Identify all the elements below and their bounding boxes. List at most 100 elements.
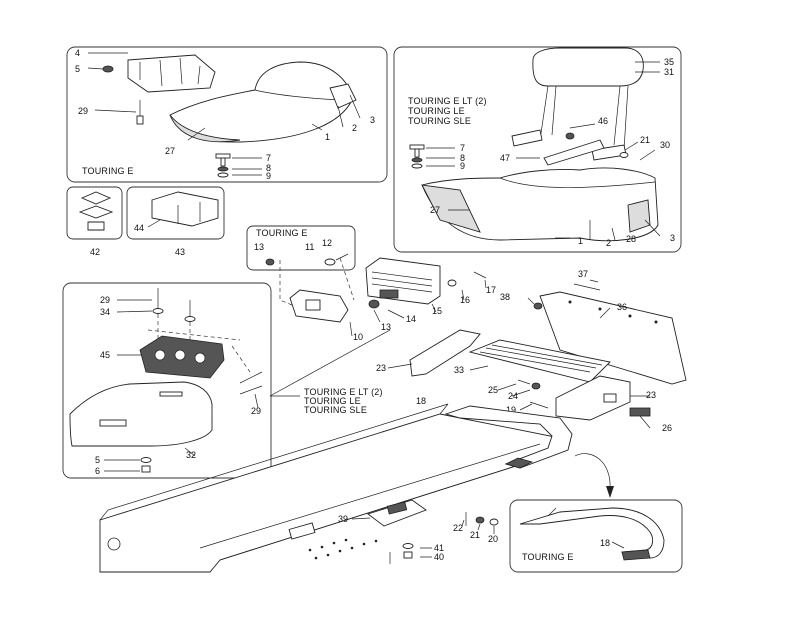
screw-part [409, 132, 629, 169]
callout-2b: 2 [606, 238, 611, 248]
callout-5b: 5 [95, 455, 100, 465]
rear-flap-part [539, 291, 687, 385]
mount-pad-part [78, 191, 114, 231]
callout-33: 33 [454, 365, 464, 375]
rack-plate-part [468, 339, 611, 383]
callout-11: 11 [305, 242, 314, 252]
callout-23: 23 [376, 363, 386, 373]
callout-9b: 9 [460, 161, 465, 171]
nut-part [368, 299, 380, 309]
reflector-part [629, 407, 651, 417]
callout-20: 20 [488, 534, 498, 544]
support-bar-part [543, 139, 605, 166]
callout-1b: 1 [578, 236, 583, 246]
screw-part [517, 379, 549, 409]
callout-7: 7 [266, 153, 271, 163]
callout-34: 34 [100, 307, 110, 317]
pad-part [151, 191, 219, 227]
lens-part [305, 299, 321, 311]
seat-mount-panel [62, 282, 272, 479]
label-touring-sle: TOURING SLE [408, 116, 471, 126]
callout-30: 30 [660, 140, 670, 150]
callout-32: 32 [186, 450, 196, 460]
part-43-panel [126, 186, 225, 240]
callout-8: 8 [266, 163, 271, 173]
callout-38: 38 [500, 292, 510, 302]
callout-7b: 7 [460, 143, 465, 153]
callout-6: 6 [95, 466, 100, 476]
callout-21: 21 [640, 135, 650, 145]
arrow-head [606, 486, 614, 498]
callout-36: 36 [617, 302, 627, 312]
callout-39: 39 [338, 514, 348, 524]
callout-26: 26 [662, 423, 672, 433]
screw-part [335, 253, 349, 261]
callout-40: 40 [434, 552, 444, 562]
callout-29: 29 [78, 106, 88, 116]
callout-21b: 21 [470, 530, 480, 540]
label-touring-e-lt: TOURING E LT (2) [408, 96, 487, 106]
callout-28: 28 [626, 234, 636, 244]
callout-13b: 13 [381, 322, 391, 332]
callout-12: 12 [322, 238, 332, 248]
callout-23b: 23 [646, 390, 656, 400]
nut-part [533, 302, 543, 310]
screw-part [140, 371, 263, 473]
callout-22: 22 [453, 523, 463, 533]
callout-3b: 3 [670, 233, 675, 243]
arrow-connector [574, 453, 611, 491]
washer-part [447, 279, 457, 287]
label-touring-le-mid: TOURING LE [304, 396, 361, 406]
callout-18: 18 [416, 396, 426, 406]
callout-43: 43 [175, 247, 185, 257]
callout-9: 9 [266, 171, 271, 181]
callout-1: 1 [325, 132, 330, 142]
nut-part [265, 258, 275, 266]
tunnel-part [99, 403, 561, 573]
callout-16: 16 [460, 295, 470, 305]
label-touring-e-bottom: TOURING E [522, 552, 574, 562]
label-touring-e-mid: TOURING E [256, 228, 308, 238]
callout-29b: 29 [100, 295, 110, 305]
callout-5: 5 [75, 64, 80, 74]
callout-8b: 8 [460, 153, 465, 163]
grab-handle-part [444, 405, 573, 469]
grab-handle-touring-e-part [519, 507, 665, 561]
callout-19: 19 [506, 405, 516, 415]
callout-4: 4 [75, 48, 80, 58]
tunnel-dots [308, 538, 378, 560]
touring-e-lights-panel [246, 225, 356, 271]
rod-part [573, 283, 601, 291]
washer-part [324, 258, 336, 266]
callout-42: 42 [90, 247, 100, 257]
touring-e-seat-panel [66, 46, 388, 183]
callout-31: 31 [664, 67, 674, 77]
callout-2: 2 [352, 123, 357, 133]
screw-part [102, 65, 231, 178]
touring-e-handle-panel [509, 499, 683, 573]
seat-bracket-part [127, 54, 216, 93]
seat-touring-le-part [421, 167, 659, 242]
tail-light-part [365, 257, 441, 305]
callout-3: 3 [370, 115, 375, 125]
screw-part [389, 512, 499, 564]
seat-cushion-part [69, 381, 213, 447]
callout-10: 10 [353, 332, 363, 342]
callout-29c: 29 [251, 406, 261, 416]
backrest-part [511, 47, 644, 161]
hinge-plate-part [329, 83, 357, 109]
seat-mount-bracket-part [139, 335, 225, 379]
callout-24: 24 [508, 391, 518, 401]
callout-15: 15 [432, 306, 442, 316]
callout-18b: 18 [600, 538, 610, 548]
bolt-part [152, 288, 196, 322]
callout-44: 44 [134, 223, 144, 233]
callout-27b: 27 [430, 205, 440, 215]
callout-41: 41 [434, 543, 444, 553]
callout-46: 46 [598, 116, 608, 126]
callout-25: 25 [488, 385, 498, 395]
callout-14: 14 [406, 314, 416, 324]
side-rail-right-part [555, 375, 631, 421]
screw-part [473, 271, 487, 279]
